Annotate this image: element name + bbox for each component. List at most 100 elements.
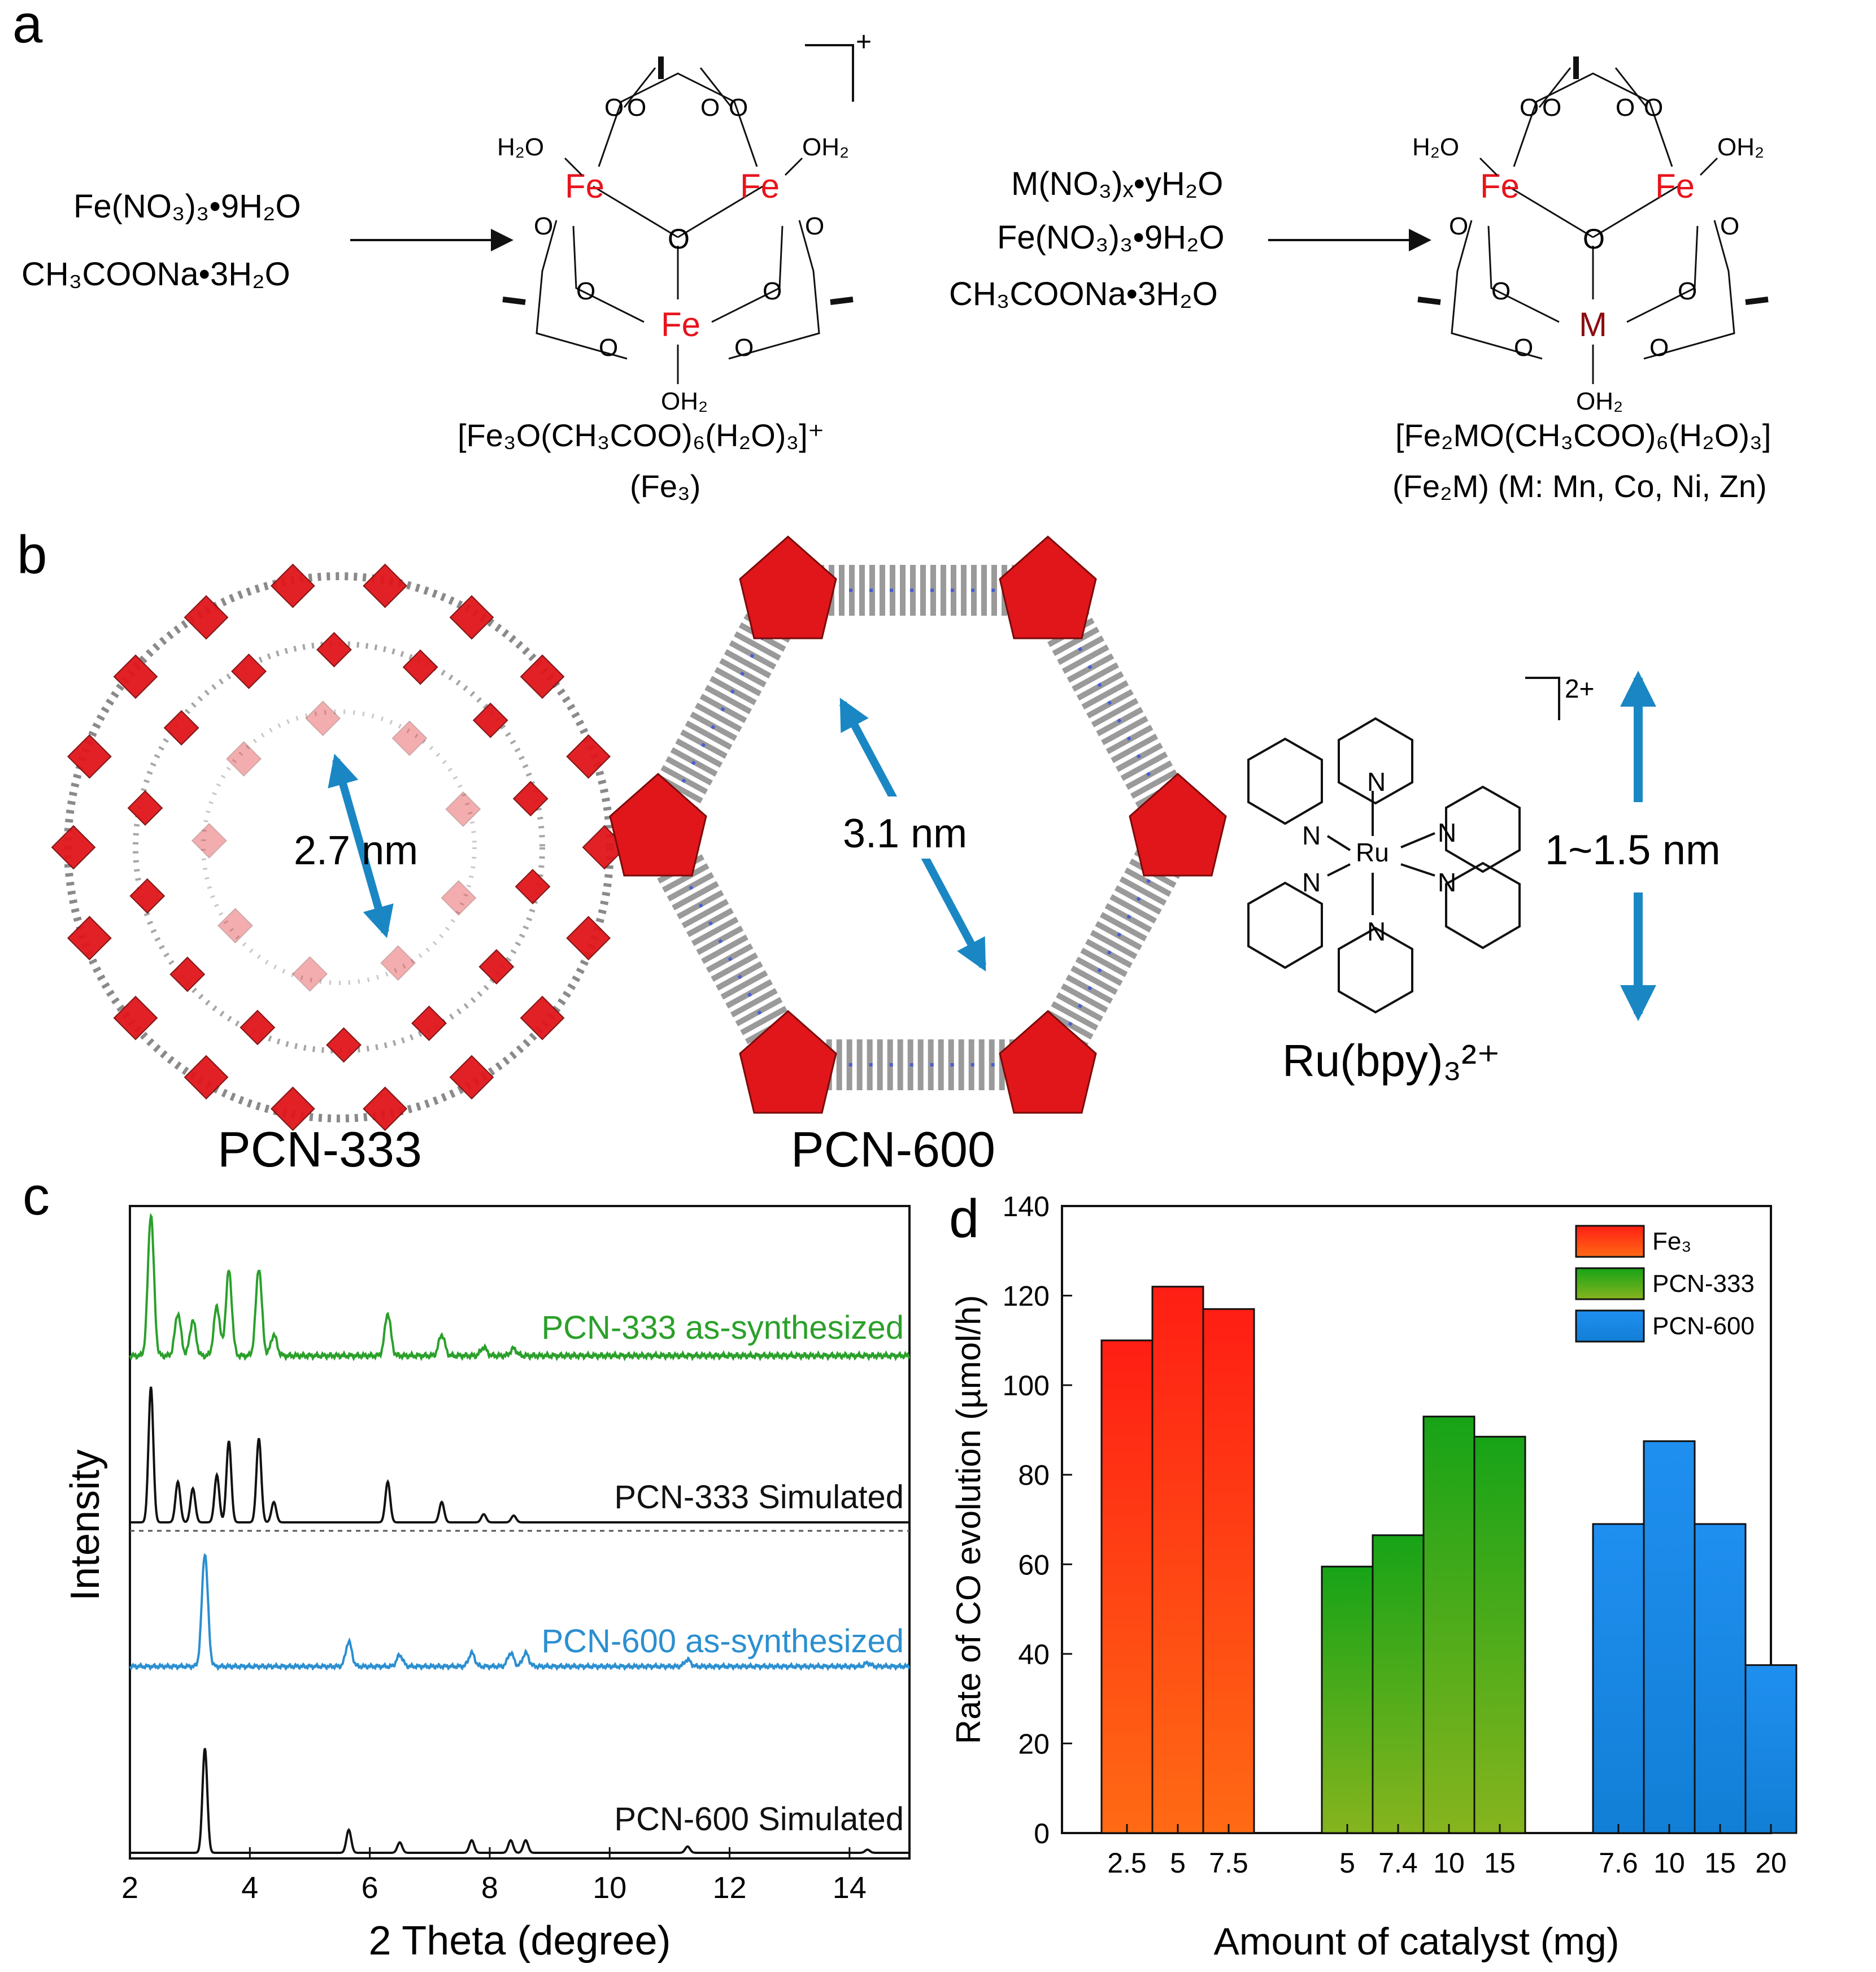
ru-n-1: N [1367,767,1386,796]
fe3-metal-3: Fe [661,306,700,343]
pcn600-structure [609,535,1227,1114]
fe2m-formula: [Fe₂MO(CH₃COO)₆(H₂O)₃] [1395,417,1771,453]
pcn600-cluster [1129,772,1227,877]
pcn333-name: PCN-333 [217,1121,422,1177]
ru-n-2: N [1302,821,1321,850]
reagent2-line3: CH₃COONa•3H₂O [949,276,1218,312]
xrd-traces [129,1212,911,1854]
fe2m-water-3: OH₂ [1576,388,1623,415]
pcn333-cluster [129,878,166,914]
reagent2-line1: M(NO₃)ₓ•yH₂O [1011,166,1223,202]
x-tick-label: 7.6 [1599,1847,1638,1879]
bar [1643,1440,1696,1834]
bar [1744,1664,1797,1834]
legend-label: PCN-600 [1652,1312,1755,1340]
trace-pcn333-sim [130,1386,909,1523]
fe2m-water-2: OH₂ [1717,133,1764,161]
pcn600-cluster [999,535,1097,639]
pcn333-cluster [51,825,96,870]
xrd-plot-frame [129,1205,911,1860]
legend-label: Fe₃ [1652,1227,1691,1255]
svg-text:O: O [1491,277,1511,305]
trace-label-pcn333-sim: PCN-333 Simulated [614,1479,904,1516]
x-tick-label: 7.5 [1209,1847,1248,1879]
pcn333-cluster [305,700,341,737]
xrd-tick-label: 14 [833,1871,867,1905]
pcn333-cluster [520,995,565,1041]
pcn333-cluster [402,649,438,685]
panel-c-label: c [23,1166,50,1226]
pcn333-cluster [127,790,163,826]
pcn333-cluster [184,1055,229,1100]
bar [1422,1416,1475,1834]
svg-text:O: O [1542,94,1561,121]
fe3-water-1: H₂O [497,133,544,161]
pcn333-cluster [292,956,328,992]
legend-label: PCN-333 [1652,1270,1755,1298]
svg-text:O: O [805,212,824,240]
panel-a-label: a [12,0,43,54]
fe2m-central-oxygen: O [1583,223,1605,255]
trace-label-pcn333-exp: PCN-333 as-synthesized [541,1309,904,1346]
pcn333-pore-arrow [328,754,394,938]
pcn333-cluster [316,632,352,668]
pcn333-cluster [363,1086,408,1131]
pcn333-cluster [240,1009,276,1046]
xrd-x-label: 2 Theta (degree) [368,1918,671,1964]
pcn333-cluster [231,654,267,689]
bar [1694,1523,1747,1834]
y-tick-label: 100 [1003,1370,1050,1401]
fe3-water-3: OH₂ [661,388,708,415]
pcn333-cluster [515,869,551,904]
bar [1473,1435,1526,1834]
pcn333-cluster [566,734,611,779]
y-axis-label: Rate of CO evolution (µmol/h) [950,1295,987,1744]
pcn333-cluster [163,710,199,746]
ru-n-6: N [1438,868,1456,897]
fe2m-metal-1: Fe [1480,167,1520,205]
ru-n-5: N [1438,818,1456,847]
bar [1321,1565,1374,1834]
fe3-formula: [Fe₃O(CH₃COO)₆(H₂O)₃]⁺ [458,417,824,453]
panel-b: b 2.7 nm PCN-333 3.1 nm PCN-600 [17,525,1721,1177]
pcn600-cluster [999,1009,1097,1114]
svg-text:O: O [1678,277,1697,305]
pcn333-cluster [184,595,229,640]
pcn333-cluster [411,1005,447,1041]
fe3-charge: + [856,27,872,57]
legend-swatch [1575,1225,1645,1258]
x-tick-label: 10 [1653,1847,1685,1879]
reagent1-line2: CH₃COONa•3H₂O [21,256,290,293]
x-tick-label: 20 [1755,1847,1787,1879]
pcn333-cluster [512,781,549,817]
trace-label-pcn600-exp: PCN-600 as-synthesized [541,1623,904,1660]
y-tick-label: 140 [1003,1191,1050,1222]
x-tick-label: 5 [1170,1847,1186,1879]
xrd-tick-label: 12 [712,1871,746,1905]
svg-text:O: O [700,94,720,121]
pcn333-structure [51,563,627,1131]
bar [1592,1523,1645,1834]
pcn333-pore-size: 2.7 nm [294,828,418,873]
fe3-water-2: OH₂ [802,133,849,161]
y-tick-label: 20 [1018,1728,1050,1760]
pcn333-cluster [226,741,262,777]
reagent2-line2: Fe(NO₃)₃•9H₂O [997,219,1225,256]
xrd-tick-label: 6 [362,1871,378,1905]
y-tick-label: 60 [1018,1549,1050,1581]
pcn600-name: PCN-600 [791,1121,995,1177]
pcn333-cluster [169,956,206,992]
pcn600-cluster [739,1009,837,1114]
pcn333-cluster [449,595,494,640]
svg-text:O: O [734,334,754,362]
legend-swatch [1575,1267,1645,1300]
svg-text:O: O [1720,212,1739,240]
pcn333-cluster [472,702,508,738]
pcn600-cluster [739,535,837,639]
y-tick-label: 40 [1018,1639,1050,1670]
svg-text:O: O [534,212,553,240]
